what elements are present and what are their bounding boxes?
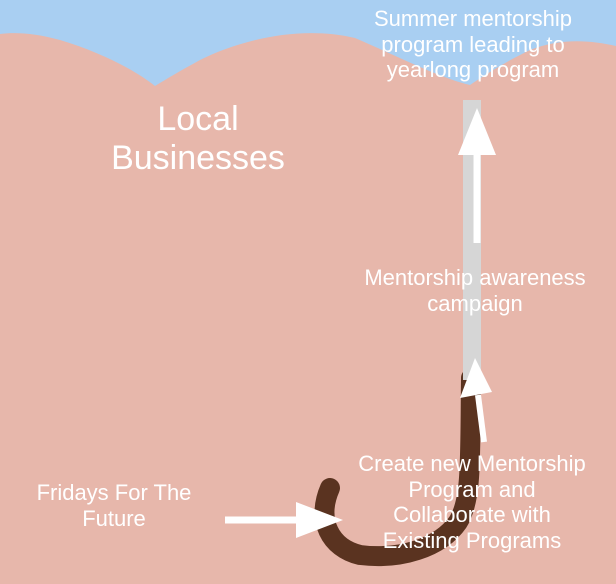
awareness-campaign-label: Mentorship awareness campaign: [330, 265, 616, 316]
summer-mentorship-label: Summer mentorship program leading to yea…: [340, 6, 606, 83]
fridays-for-future-label: Fridays For The Future: [4, 480, 224, 531]
awareness-line-2: campaign: [427, 290, 523, 316]
brown-path: [314, 368, 481, 567]
arrow-fridays-to-create: [225, 502, 343, 538]
summer-line-2: program leading to: [381, 31, 565, 57]
create-line-1: Create new Mentorship: [358, 451, 586, 476]
summer-line-1: Summer mentorship: [373, 6, 573, 31]
fridays-line-2: Future: [82, 505, 146, 531]
arrow-awareness-to-summer: [458, 108, 496, 243]
local-line-1: Local: [157, 100, 239, 138]
local-businesses-label: Local Businesses: [68, 100, 328, 179]
awareness-line-1: Mentorship awareness: [364, 265, 586, 290]
arrow-create-to-awareness: [460, 358, 492, 443]
local-line-2: Businesses: [111, 139, 285, 178]
summer-line-3: yearlong program: [386, 57, 560, 83]
create-line-3: Collaborate with: [393, 502, 551, 528]
fridays-line-1: Fridays For The: [36, 480, 192, 505]
create-line-2: Program and: [408, 476, 536, 502]
create-line-4: Existing Programs: [382, 528, 562, 554]
create-program-label: Create new Mentorship Program and Collab…: [328, 451, 616, 554]
sky-area: [0, 0, 616, 86]
